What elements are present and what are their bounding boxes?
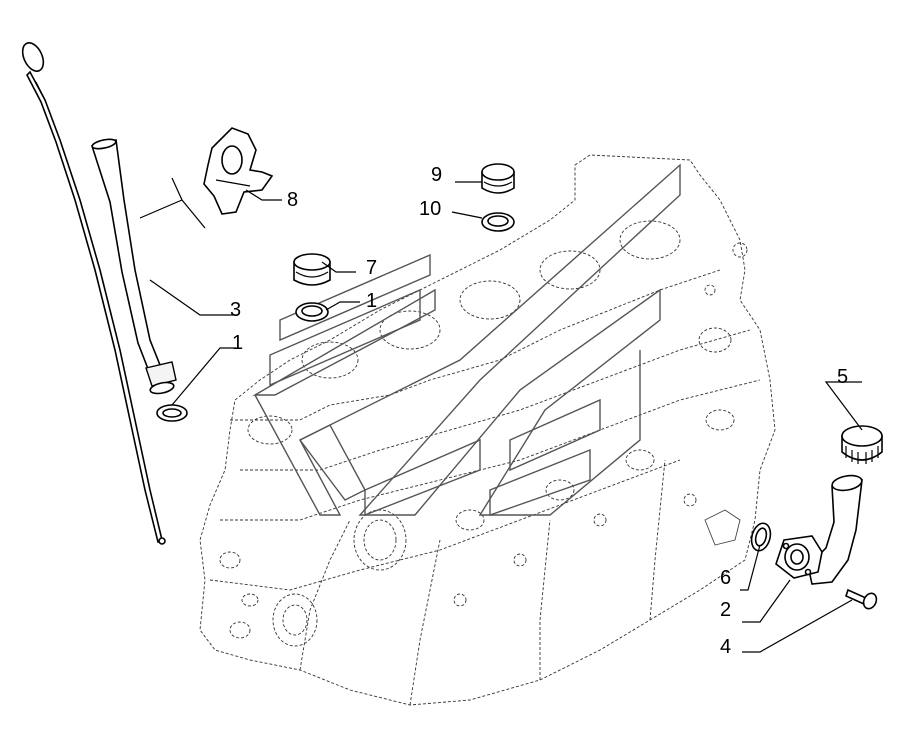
bolt: [845, 588, 878, 610]
engine-block: [199, 154, 776, 706]
watermark-logo: [252, 163, 681, 517]
seal-ring-left: [156, 404, 188, 422]
seal-ring-center: [295, 302, 329, 322]
callout-label-6: 6: [720, 567, 731, 589]
filler-neck-pipe: [775, 474, 863, 585]
filler-cap: [841, 425, 883, 464]
plug-top: [481, 163, 515, 194]
seal-ring-filler: [750, 522, 772, 552]
callout-label-4: 4: [720, 636, 731, 658]
leader-lines: [149, 181, 863, 653]
plug-center: [293, 253, 331, 286]
callout-label-1: 1: [366, 290, 377, 312]
callout-label-9: 9: [431, 164, 442, 186]
callout-label-10: 10: [419, 198, 441, 220]
callout-label-7: 7: [366, 257, 377, 279]
callout-label-3: 3: [230, 299, 241, 321]
callout-label-1: 1: [232, 332, 243, 354]
seal-washer-top: [481, 212, 515, 232]
dipstick-tube: [90, 138, 177, 395]
tube-bracket: [139, 127, 274, 229]
dipstick: [21, 42, 166, 545]
callout-label-2: 2: [720, 599, 731, 621]
callout-label-5: 5: [837, 366, 848, 388]
callout-label-8: 8: [287, 189, 298, 211]
callout-labels: 3 1 8 9 10 7 1 5 6 2 4: [230, 164, 848, 658]
